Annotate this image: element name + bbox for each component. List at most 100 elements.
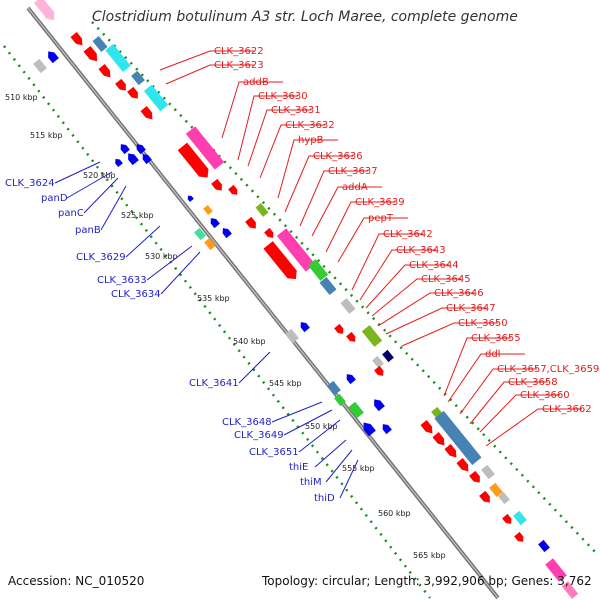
reverse-gene-label: thiM bbox=[300, 477, 322, 488]
gene-features bbox=[33, 0, 579, 599]
forward-gene-label: CLK_3631 bbox=[271, 105, 321, 116]
forward-gene-label: CLK_3644 bbox=[409, 260, 459, 271]
reverse-label-leader bbox=[146, 245, 193, 281]
forward-gene-label: CLK_3655 bbox=[471, 333, 521, 344]
forward-gene-label: CLK_3646 bbox=[434, 288, 484, 299]
forward-label-leader bbox=[165, 64, 254, 85]
reverse-gene-feature bbox=[285, 328, 299, 344]
forward-gene-feature bbox=[228, 184, 238, 195]
forward-gene-feature bbox=[479, 490, 490, 503]
forward-gene-feature bbox=[263, 241, 297, 280]
forward-gene-label: CLK_3632 bbox=[285, 120, 335, 131]
reverse-label-leader bbox=[283, 409, 333, 436]
reverse-gene-feature bbox=[222, 228, 232, 239]
reverse-gene-label: CLK_3648 bbox=[222, 417, 272, 428]
forward-gene-label: ddl bbox=[485, 349, 500, 360]
forward-gene-feature bbox=[489, 482, 503, 498]
reverse-gene-label: thiD bbox=[314, 493, 335, 504]
kbp-tick-label: 510 kbp bbox=[5, 93, 38, 102]
kbp-tick-label: 550 kbp bbox=[305, 422, 338, 431]
forward-label-leader bbox=[159, 50, 254, 71]
genome-backbone-highlight bbox=[27, 7, 499, 599]
forward-label-leader bbox=[359, 249, 436, 301]
reverse-gene-feature bbox=[363, 422, 376, 437]
kbp-tick-label: 515 kbp bbox=[30, 131, 63, 140]
forward-gene-label: CLK_3623 bbox=[214, 60, 264, 71]
forward-gene-feature bbox=[143, 84, 169, 112]
forward-gene-feature bbox=[514, 531, 524, 542]
forward-gene-feature bbox=[98, 64, 111, 78]
forward-gene-feature bbox=[502, 513, 512, 524]
forward-label-leader bbox=[371, 278, 461, 317]
forward-gene-feature bbox=[70, 32, 83, 46]
forward-gene-feature bbox=[131, 70, 145, 86]
reverse-label-leader bbox=[238, 351, 271, 384]
forward-label-leader bbox=[469, 381, 548, 425]
topology-text: Topology: circular; Length: 3,992,906 bp… bbox=[262, 574, 592, 588]
forward-gene-feature bbox=[372, 355, 384, 369]
reverse-label-leader bbox=[314, 439, 347, 468]
reverse-gene-feature bbox=[204, 237, 216, 251]
reverse-label-leader bbox=[100, 185, 127, 231]
forward-gene-feature bbox=[444, 444, 457, 458]
forward-gene-feature bbox=[255, 203, 269, 217]
forward-gene-feature bbox=[498, 491, 510, 505]
reverse-label-leader bbox=[298, 419, 341, 453]
reverse-label-leader bbox=[339, 459, 359, 499]
forward-gene-feature bbox=[513, 510, 527, 526]
forward-label-leader bbox=[325, 201, 395, 253]
reverse-label-leader bbox=[66, 171, 113, 199]
forward-label-leader bbox=[311, 186, 382, 237]
kbp-tick-label: 520 kbp bbox=[83, 171, 116, 180]
reverse-gene-feature bbox=[142, 154, 152, 165]
kbp-tick-label: 535 kbp bbox=[197, 294, 230, 303]
forward-gene-feature bbox=[456, 458, 469, 472]
kbp-tick-label: 525 kbp bbox=[121, 211, 154, 220]
forward-gene-feature bbox=[92, 36, 108, 52]
reverse-label-leader bbox=[160, 251, 201, 295]
forward-gene-label: CLK_3650 bbox=[458, 318, 508, 329]
forward-label-leader bbox=[299, 170, 368, 227]
forward-label-leader bbox=[385, 307, 486, 335]
label-leaders bbox=[54, 50, 582, 499]
forward-gene-feature bbox=[319, 276, 337, 296]
reverse-gene-feature bbox=[348, 401, 364, 419]
forward-label-leader bbox=[443, 337, 511, 397]
kbp-tick-label: 545 kbp bbox=[269, 379, 302, 388]
reverse-gene-feature bbox=[187, 195, 194, 202]
kbp-tick-label: 555 kbp bbox=[342, 464, 375, 473]
forward-guide-line bbox=[91, 21, 599, 556]
reverse-gene-label: CLK_3633 bbox=[97, 275, 147, 286]
forward-gene-label: CLK_3645 bbox=[421, 274, 471, 285]
reverse-gene-label: CLK_3629 bbox=[76, 252, 126, 263]
forward-gene-label: pepT bbox=[368, 213, 394, 224]
reverse-gene-label: panC bbox=[58, 208, 84, 219]
forward-gene-label: CLK_3622 bbox=[214, 46, 264, 57]
reverse-gene-feature bbox=[346, 374, 356, 385]
forward-label-leader bbox=[485, 408, 582, 447]
reverse-gene-feature bbox=[194, 227, 206, 241]
forward-label-leader bbox=[351, 233, 423, 291]
forward-gene-label: CLK_3662 bbox=[542, 404, 592, 415]
forward-gene-feature bbox=[264, 227, 274, 238]
reverse-label-leader bbox=[54, 161, 101, 184]
reverse-gene-label: panD bbox=[41, 193, 68, 204]
reverse-gene-feature bbox=[374, 399, 385, 412]
forward-gene-feature bbox=[361, 325, 383, 347]
forward-gene-label: CLK_3657,CLK_3659 bbox=[497, 364, 599, 375]
forward-label-leader bbox=[247, 109, 311, 167]
forward-gene-feature bbox=[382, 349, 394, 363]
forward-gene-feature bbox=[276, 228, 316, 272]
forward-label-leader bbox=[237, 95, 298, 161]
forward-label-leader bbox=[337, 217, 408, 263]
forward-gene-feature bbox=[115, 78, 126, 91]
forward-gene-label: CLK_3637 bbox=[328, 166, 378, 177]
forward-gene-feature bbox=[105, 43, 131, 73]
forward-gene-feature bbox=[545, 558, 567, 582]
forward-gene-label: addA bbox=[342, 182, 368, 193]
kbp-tick-label: 560 kbp bbox=[378, 509, 411, 518]
reverse-gene-label: CLK_3634 bbox=[111, 289, 161, 300]
forward-label-leader bbox=[284, 155, 353, 213]
forward-label-leader bbox=[259, 124, 325, 179]
reverse-gene-label: thiE bbox=[289, 462, 308, 473]
